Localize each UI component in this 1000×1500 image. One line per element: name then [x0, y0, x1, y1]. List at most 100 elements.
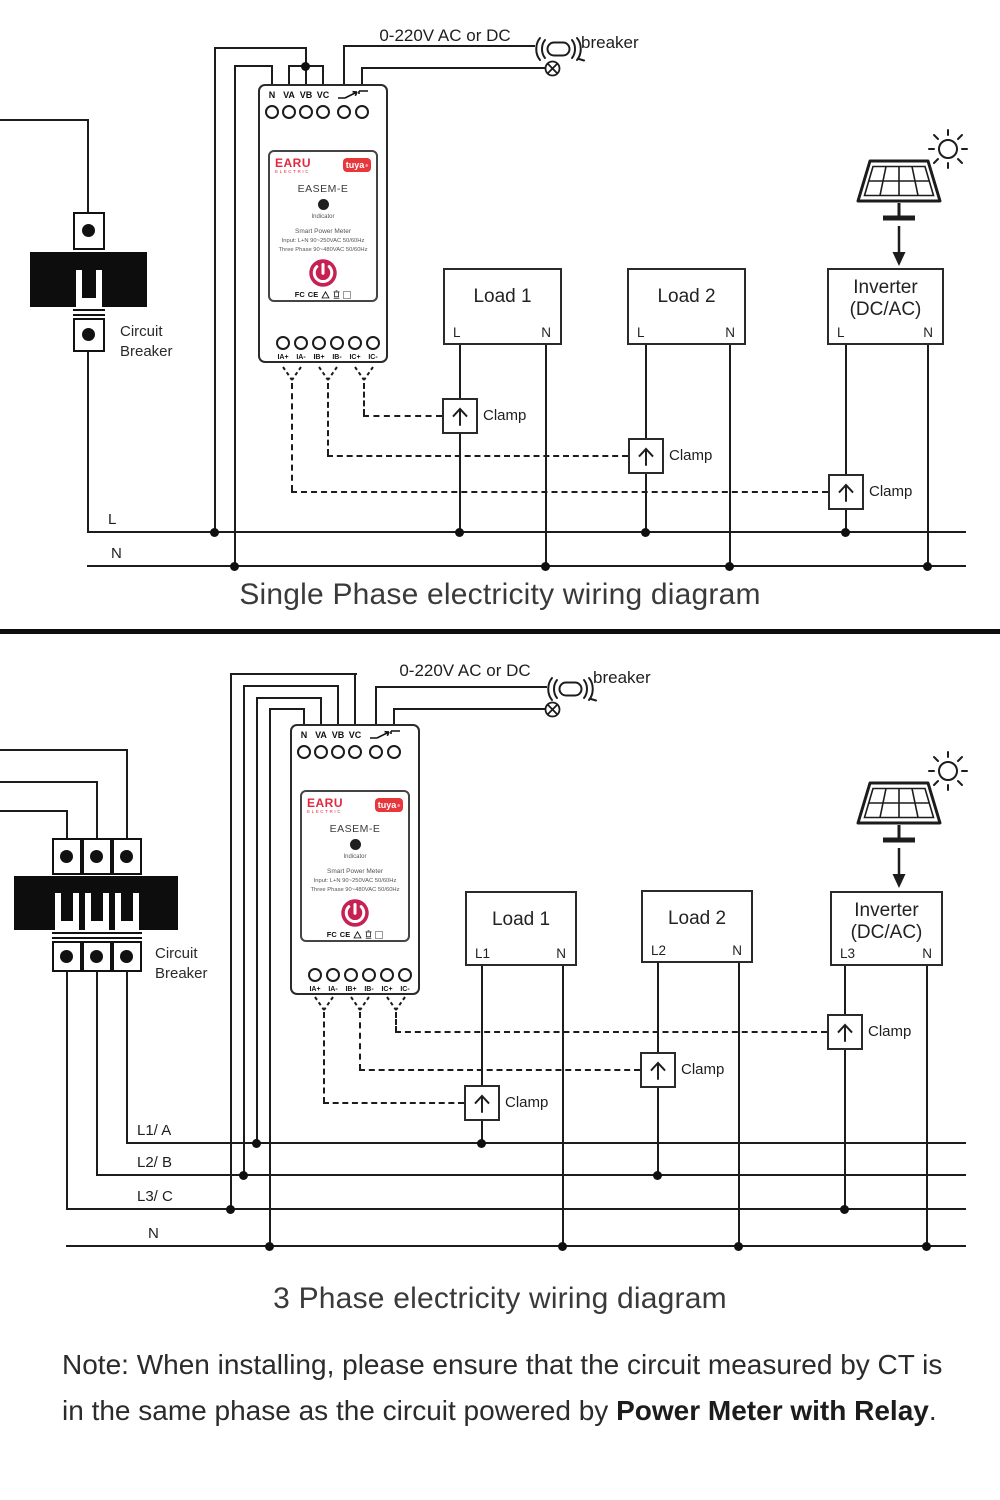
- ct-lead-merge: [314, 996, 334, 1011]
- ct-lead: [363, 383, 365, 415]
- spec-line: Input: L+N 90~250VAC 50/60Hz: [313, 878, 397, 884]
- inverter-box: Inverter (DC/AC) L N: [827, 268, 944, 345]
- junction-dot: [210, 528, 219, 537]
- arrow-up-icon: [838, 483, 854, 502]
- certification-icons: FC CE: [270, 290, 376, 299]
- ct-terminal: [366, 336, 380, 350]
- junction-dot: [252, 1139, 261, 1148]
- wire: [562, 966, 564, 1247]
- breaker-line: [73, 309, 105, 311]
- wire: [393, 708, 545, 710]
- clamp-label: Clamp: [868, 1023, 912, 1040]
- wire: [214, 47, 216, 533]
- junction-dot: [653, 1171, 662, 1180]
- arrow-up-icon: [650, 1061, 666, 1080]
- ct-terminal: [362, 968, 376, 982]
- solar-panel-icon: [856, 129, 968, 266]
- installation-note: Note: When installing, please ensure tha…: [62, 1342, 970, 1434]
- ct-lead-merge: [350, 996, 370, 1011]
- ct-terminal: [312, 336, 326, 350]
- wire: [96, 781, 98, 839]
- wire: [375, 686, 547, 688]
- solar-panel-icon: [856, 751, 968, 888]
- wire: [354, 673, 356, 724]
- ct-lead-merge: [386, 996, 406, 1011]
- terminal: [331, 745, 345, 759]
- ct-label: IC-: [400, 986, 410, 993]
- ce-icon: CE: [307, 290, 319, 299]
- ct-lead: [291, 491, 828, 493]
- junction-dot: [230, 562, 239, 571]
- load1-box: Load 1 L1 N: [465, 891, 577, 966]
- wire: [303, 708, 305, 724]
- lamp-icon: [544, 60, 561, 77]
- wire: [256, 697, 258, 1144]
- terminal-label: N: [268, 90, 276, 100]
- ct-terminal: [276, 336, 290, 350]
- wire: [234, 65, 273, 67]
- junction-dot: [541, 562, 550, 571]
- wire: [375, 686, 377, 724]
- wire: [271, 65, 273, 85]
- wire: [322, 65, 324, 85]
- ct-terminal: [344, 968, 358, 982]
- diagram-title: Single Phase electricity wiring diagram: [239, 578, 761, 611]
- wire: [66, 971, 68, 1210]
- ct-lead: [359, 1012, 361, 1070]
- spec-line: Input: L+N 90~250VAC 50/60Hz: [281, 238, 365, 244]
- wire: [243, 685, 245, 1176]
- fuse-breaker-icon: [535, 37, 585, 62]
- junction-dot: [840, 1205, 849, 1214]
- breaker-terminal-dot: [60, 850, 73, 863]
- breaker-terminal-dot: [120, 950, 133, 963]
- recycle-icon: [321, 290, 330, 298]
- junction-dot: [239, 1171, 248, 1180]
- n-bus-wire: [87, 565, 966, 567]
- ct-label: IB-: [364, 986, 374, 993]
- breaker-terminal-dot: [60, 950, 73, 963]
- breaker-label: breaker: [581, 33, 639, 52]
- breaker-label: breaker: [593, 668, 651, 687]
- breaker-terminal-dot: [82, 328, 95, 341]
- junction-dot: [641, 528, 650, 537]
- terminal: [265, 105, 279, 119]
- wire: [393, 708, 395, 724]
- wire: [729, 345, 731, 567]
- breaker-handle-slot: [82, 270, 96, 298]
- junction-dot: [841, 528, 850, 537]
- weee-bin-icon: [365, 930, 372, 939]
- terminal-label: VC: [316, 90, 330, 100]
- breaker-terminal-dot: [120, 850, 133, 863]
- package-icon: [343, 290, 352, 299]
- ct-label: IB+: [345, 986, 357, 993]
- spec-line: Three Phase 90~480VAC 50/60Hz: [278, 247, 368, 253]
- l2-bus-wire: [96, 1174, 966, 1176]
- inverter-box: Inverter (DC/AC) L3 N: [830, 891, 943, 966]
- l3-bus-wire: [66, 1208, 966, 1210]
- model-label: EASEM-E: [297, 183, 349, 195]
- ct-label: IA-: [296, 354, 306, 361]
- ct-terminal: [326, 968, 340, 982]
- breaker-line: [73, 314, 105, 316]
- wire: [87, 119, 89, 213]
- bus-label: L2/ B: [137, 1154, 173, 1171]
- certification-icons: FC CE: [302, 930, 408, 939]
- terminal-label: N: [300, 730, 308, 740]
- ct-label: IA+: [309, 986, 321, 993]
- breaker-line: [52, 932, 142, 934]
- wire: [96, 971, 98, 1176]
- load1-box: Load 1 L N: [443, 268, 562, 345]
- ct-lead-merge: [318, 366, 338, 381]
- breaker-line: [52, 937, 142, 939]
- ct-label: IB-: [332, 354, 342, 361]
- load2-box: Load 2 L N: [627, 268, 746, 345]
- supply-voltage-label: 0-220V AC or DC: [399, 661, 531, 680]
- arrow-up-icon: [837, 1023, 853, 1042]
- note-period: .: [928, 1394, 937, 1426]
- n-bus-wire: [66, 1245, 966, 1247]
- ct-label: IA-: [328, 986, 338, 993]
- meter-face: EARU ELECTRIC tuya® EASEM-E Indicator Sm…: [268, 150, 378, 302]
- breaker-terminal-dot: [90, 850, 103, 863]
- brand-logo: EARU ELECTRIC: [307, 796, 344, 814]
